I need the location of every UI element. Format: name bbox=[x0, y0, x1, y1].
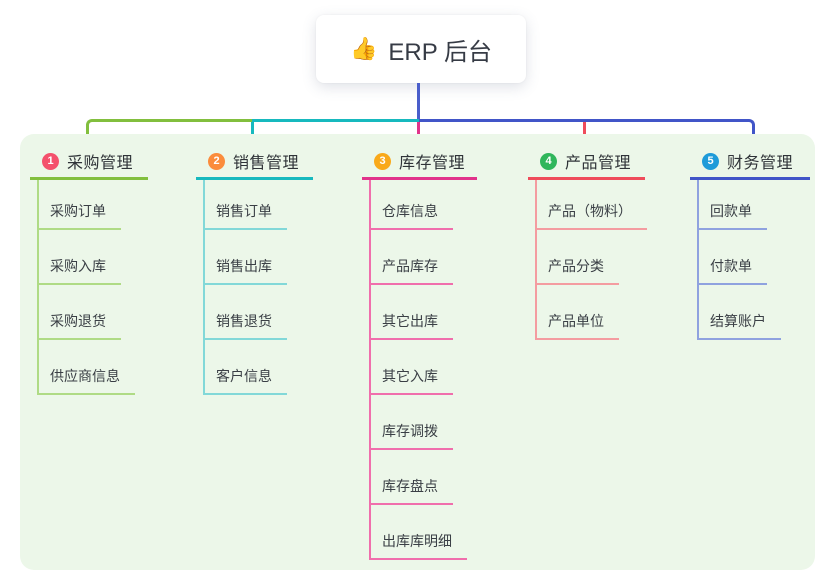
mindmap-node[interactable]: 产品单位 bbox=[528, 285, 645, 340]
branch-sales-header[interactable]: 2 销售管理 bbox=[196, 145, 313, 180]
branch-inventory-items: 仓库信息 产品库存 其它出库 其它入库 库存调拨 库存盘点 出库库明细 bbox=[362, 180, 477, 560]
badge-5: 5 bbox=[702, 152, 719, 170]
node-label: 客户信息 bbox=[203, 366, 287, 395]
node-label: 结算账户 bbox=[697, 311, 781, 340]
branch-inventory: 3 库存管理 仓库信息 产品库存 其它出库 其它入库 库存调拨 库存盘点 出库库… bbox=[362, 145, 477, 560]
mindmap-node[interactable]: 采购订单 bbox=[30, 180, 148, 230]
node-label: 产品（物料） bbox=[535, 201, 647, 230]
mindmap-node[interactable]: 销售退货 bbox=[196, 285, 313, 340]
connector-branch-3-drop bbox=[417, 122, 420, 145]
connector-branch-2-drop bbox=[251, 122, 254, 145]
branch-product: 4 产品管理 产品（物料） 产品分类 产品单位 bbox=[528, 145, 647, 340]
node-label: 销售退货 bbox=[203, 311, 287, 340]
branch-finance: 5 财务管理 回款单 付款单 结算账户 bbox=[690, 145, 810, 340]
badge-3: 3 bbox=[374, 152, 391, 170]
branches-panel bbox=[20, 134, 815, 570]
root-connector-line bbox=[417, 83, 420, 120]
mindmap-node[interactable]: 出库库明细 bbox=[362, 505, 477, 560]
mindmap-node[interactable]: 库存盘点 bbox=[362, 450, 477, 505]
badge-4: 4 bbox=[540, 152, 557, 170]
node-label: 回款单 bbox=[697, 201, 767, 230]
node-label: 采购订单 bbox=[37, 201, 121, 230]
mindmap-node[interactable]: 产品分类 bbox=[528, 230, 645, 285]
mindmap-node[interactable]: 仓库信息 bbox=[362, 180, 477, 230]
mindmap-node[interactable]: 付款单 bbox=[690, 230, 810, 285]
node-label: 出库库明细 bbox=[369, 531, 467, 560]
branch-sales-label: 销售管理 bbox=[233, 155, 300, 172]
node-label: 仓库信息 bbox=[369, 201, 453, 230]
connector-branch-5-line bbox=[419, 119, 755, 148]
mindmap-node[interactable]: 供应商信息 bbox=[30, 340, 148, 395]
node-label: 采购入库 bbox=[37, 256, 121, 285]
badge-1: 1 bbox=[42, 152, 59, 170]
connector-branch-1-line bbox=[86, 119, 255, 148]
branch-finance-label: 财务管理 bbox=[727, 155, 794, 172]
node-label: 产品单位 bbox=[535, 311, 619, 340]
branch-purchase-label: 采购管理 bbox=[67, 155, 134, 172]
branch-inventory-header[interactable]: 3 库存管理 bbox=[362, 145, 477, 180]
node-label: 供应商信息 bbox=[37, 366, 135, 395]
branch-inventory-label: 库存管理 bbox=[399, 155, 466, 172]
branch-product-label: 产品管理 bbox=[565, 155, 632, 172]
mindmap-node[interactable]: 采购入库 bbox=[30, 230, 148, 285]
branch-purchase-items: 采购订单 采购入库 采购退货 供应商信息 bbox=[30, 180, 148, 395]
branch-sales: 2 销售管理 销售订单 销售出库 销售退货 客户信息 bbox=[196, 145, 313, 395]
node-label: 库存调拨 bbox=[369, 421, 453, 450]
node-label: 其它出库 bbox=[369, 311, 453, 340]
connector-branch-4-drop bbox=[583, 122, 586, 145]
node-label: 销售订单 bbox=[203, 201, 287, 230]
mindmap-node[interactable]: 采购退货 bbox=[30, 285, 148, 340]
mindmap-node[interactable]: 销售出库 bbox=[196, 230, 313, 285]
branch-purchase-header[interactable]: 1 采购管理 bbox=[30, 145, 148, 180]
mindmap-node[interactable]: 结算账户 bbox=[690, 285, 810, 340]
node-label: 付款单 bbox=[697, 256, 767, 285]
node-label: 产品库存 bbox=[369, 256, 453, 285]
branch-purchase: 1 采购管理 采购订单 采购入库 采购退货 供应商信息 bbox=[30, 145, 148, 395]
branch-finance-items: 回款单 付款单 结算账户 bbox=[690, 180, 810, 340]
root-node-erp[interactable]: 👍 ERP 后台 bbox=[316, 15, 526, 83]
mindmap-node[interactable]: 产品（物料） bbox=[528, 180, 647, 230]
node-label: 其它入库 bbox=[369, 366, 453, 395]
root-node-label: ERP 后台 bbox=[388, 38, 492, 66]
mindmap-node[interactable]: 库存调拨 bbox=[362, 395, 477, 450]
badge-2: 2 bbox=[208, 152, 225, 170]
branch-sales-items: 销售订单 销售出库 销售退货 客户信息 bbox=[196, 180, 313, 395]
thumbs-up-icon: 👍 bbox=[350, 36, 378, 61]
mindmap-node[interactable]: 客户信息 bbox=[196, 340, 313, 395]
node-label: 库存盘点 bbox=[369, 476, 453, 505]
branch-product-items: 产品（物料） 产品分类 产品单位 bbox=[528, 180, 647, 340]
connector-branch-2-segment bbox=[252, 119, 419, 122]
mindmap-node[interactable]: 其它出库 bbox=[362, 285, 477, 340]
mindmap-node[interactable]: 产品库存 bbox=[362, 230, 477, 285]
branch-product-header[interactable]: 4 产品管理 bbox=[528, 145, 645, 180]
node-label: 销售出库 bbox=[203, 256, 287, 285]
mindmap-node[interactable]: 回款单 bbox=[690, 180, 810, 230]
node-label: 产品分类 bbox=[535, 256, 619, 285]
branch-finance-header[interactable]: 5 财务管理 bbox=[690, 145, 810, 180]
mindmap-node[interactable]: 销售订单 bbox=[196, 180, 313, 230]
mindmap-node[interactable]: 其它入库 bbox=[362, 340, 477, 395]
node-label: 采购退货 bbox=[37, 311, 121, 340]
